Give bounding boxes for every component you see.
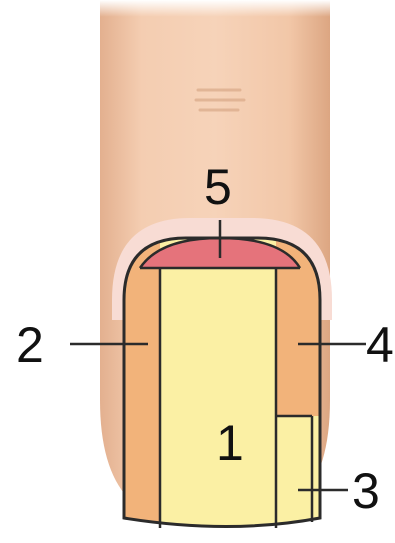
nail-zones [124, 230, 326, 540]
zone-4-label: 4 [366, 317, 394, 373]
zone-2-area [124, 230, 160, 540]
zone-1-label: 1 [216, 415, 244, 471]
finger-top-fade [80, 0, 350, 140]
zone-2-label: 2 [16, 317, 44, 373]
zone-5-label: 5 [204, 159, 232, 215]
zone-3-label: 3 [352, 463, 380, 519]
